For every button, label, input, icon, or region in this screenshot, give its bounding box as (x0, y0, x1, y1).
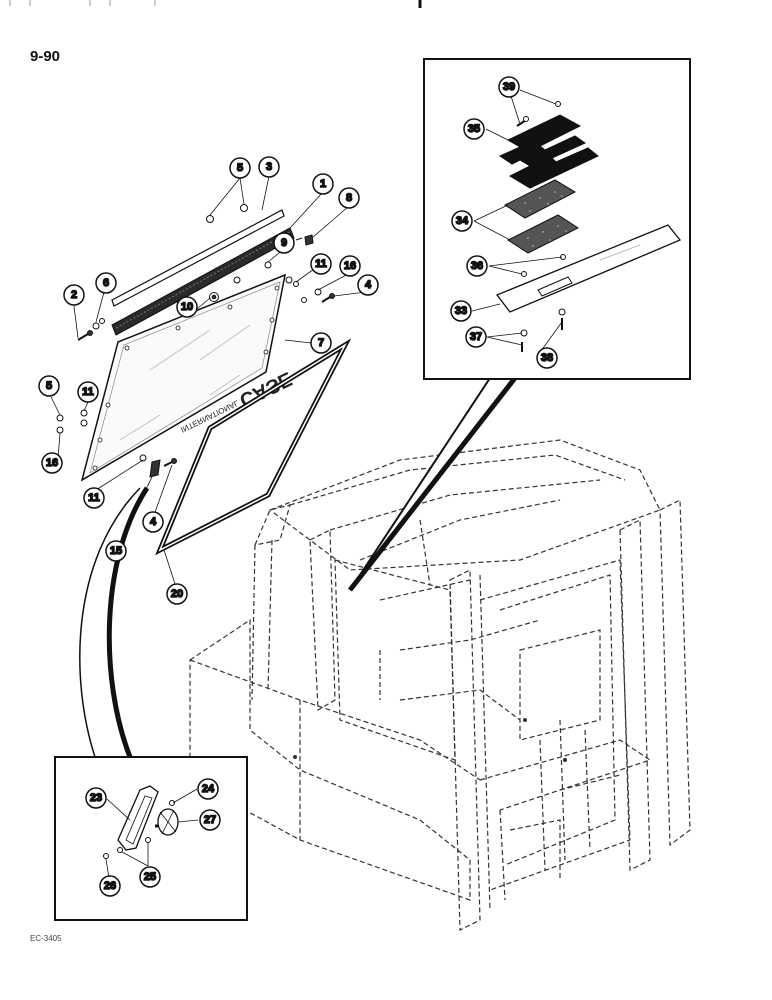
callout-number: 34 (456, 215, 469, 227)
callout-number: 37 (470, 331, 482, 343)
inset-pointer-bottom (79, 486, 150, 758)
callout-number: 6 (103, 277, 109, 289)
callout-number: 4 (150, 516, 157, 528)
callout-number: 5 (237, 162, 243, 174)
callout-2: 2 (63, 284, 85, 306)
callout-5a: 5 (229, 157, 251, 179)
callout-20: 20 (166, 583, 188, 605)
inset-decals (423, 58, 691, 380)
callout-23: 23 (85, 787, 107, 809)
top-crop-marks (9, 0, 422, 8)
callout-11a: 11 (310, 253, 332, 275)
callout-number: 10 (181, 301, 193, 313)
callout-37: 37 (465, 326, 487, 348)
inset-pointer-top (348, 376, 518, 592)
callout-number: 16 (46, 457, 58, 469)
callout-16a: 16 (339, 255, 361, 277)
cab-frame (189, 439, 691, 931)
callout-4b: 4 (142, 511, 164, 533)
callout-number: 24 (202, 783, 215, 795)
callout-number: 35 (468, 123, 480, 135)
callout-6: 6 (95, 272, 117, 294)
callout-leaders (50, 89, 563, 886)
callout-number: 7 (318, 337, 324, 349)
callout-26: 26 (99, 875, 121, 897)
callout-number: 11 (88, 492, 100, 504)
callout-10: 10 (176, 296, 198, 318)
figure-code: EC-3405 (30, 934, 62, 943)
callout-number: 8 (346, 192, 352, 204)
callout-16b: 16 (41, 452, 63, 474)
callout-24: 24 (197, 778, 219, 800)
callout-35: 35 (463, 118, 485, 140)
callout-number: 26 (104, 880, 116, 892)
callout-number: 11 (82, 386, 94, 398)
callout-number: 20 (171, 588, 183, 600)
callout-9: 9 (273, 232, 295, 254)
hardware-parts (56, 204, 335, 478)
callout-number: 9 (281, 237, 287, 249)
callout-3: 3 (258, 156, 280, 178)
callout-number: 27 (204, 814, 216, 826)
callout-number: 2 (71, 289, 77, 301)
callout-38: 38 (536, 347, 558, 369)
callout-number: 25 (144, 871, 156, 883)
window-gasket (155, 338, 352, 556)
callout-7: 7 (310, 332, 332, 354)
callout-39: 39 (498, 76, 520, 98)
callout-36: 36 (466, 255, 488, 277)
callout-27: 27 (199, 809, 221, 831)
callout-number: 1 (320, 178, 326, 190)
inset-latch (54, 756, 248, 921)
callout-number: 15 (110, 545, 122, 557)
callout-15: 15 (105, 540, 127, 562)
callout-number: 4 (365, 279, 372, 291)
callout-11b: 11 (77, 381, 99, 403)
callout-11c: 11 (83, 487, 105, 509)
callout-1: 1 (312, 173, 334, 195)
callout-number: 33 (455, 305, 467, 317)
callout-number: 39 (503, 81, 515, 93)
page-number: 9-90 (30, 48, 61, 65)
callout-number: 23 (90, 792, 102, 804)
callout-number: 38 (541, 352, 553, 364)
callout-number: 3 (266, 161, 272, 173)
callouts: 5 3 1 8 9 11 16 4 10 2 6 7 5 11 16 11 4 … (38, 76, 558, 897)
callout-number: 11 (315, 258, 327, 270)
frame-holes (293, 718, 567, 762)
callout-25: 25 (139, 866, 161, 888)
callout-34: 34 (451, 210, 473, 232)
callout-33: 33 (450, 300, 472, 322)
callout-number: 36 (471, 260, 483, 272)
seal-strips (111, 209, 295, 336)
callout-number: 16 (344, 260, 356, 272)
callout-5b: 5 (38, 375, 60, 397)
callout-number: 5 (46, 380, 52, 392)
callout-8: 8 (338, 187, 360, 209)
callout-4a: 4 (357, 274, 379, 296)
